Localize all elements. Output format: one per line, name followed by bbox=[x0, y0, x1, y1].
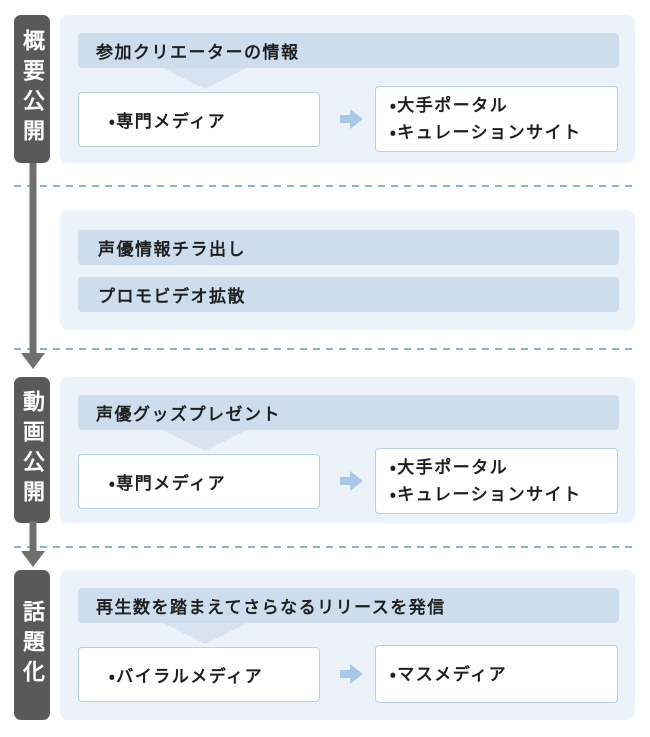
flow-down-triangle bbox=[163, 430, 247, 451]
teaser-action-bar: プロモビデオ拡散 bbox=[78, 277, 619, 312]
media-item: ・キュレーションサイト bbox=[390, 485, 582, 504]
arrow-right-icon bbox=[340, 664, 363, 684]
teaser-actions-section: 声優情報チラ出し プロモビデオ拡散 bbox=[0, 210, 650, 330]
phase-tab-label: 動画公開 bbox=[14, 377, 50, 523]
flow-down-triangle bbox=[163, 623, 247, 644]
arrow-right-icon bbox=[340, 109, 363, 129]
phase-header-band: 参加クリエーターの情報 bbox=[78, 33, 619, 68]
media-box-left: ・専門メディア bbox=[78, 454, 320, 509]
media-item: ・大手ポータル bbox=[390, 96, 509, 115]
media-box-right: ・マスメディア bbox=[375, 645, 618, 703]
phase-separator-dashed-line bbox=[14, 348, 636, 350]
phase-separator-dashed-line bbox=[14, 546, 636, 548]
flow-arrow-down-icon bbox=[21, 163, 45, 369]
phase-separator-dashed-line bbox=[14, 185, 636, 187]
media-item: ・専門メディア bbox=[109, 474, 227, 493]
media-item: ・専門メディア bbox=[109, 112, 227, 131]
media-item: ・バイラルメディア bbox=[109, 667, 264, 686]
phase-panel: 声優グッズプレゼント ・専門メディア ・大手ポータル ・キュレーションサイト bbox=[60, 377, 635, 523]
media-item: ・マスメディア bbox=[390, 664, 508, 684]
phase-tab-label: 話題化 bbox=[14, 570, 50, 720]
phase-section-video-release: 動画公開 声優グッズプレゼント ・専門メディア ・大手ポータル ・キュレーション… bbox=[0, 377, 650, 523]
media-item: ・大手ポータル bbox=[390, 458, 509, 477]
arrow-right-icon bbox=[340, 471, 363, 491]
phase-header-band: 声優グッズプレゼント bbox=[78, 395, 619, 430]
teaser-action-bar: 声優情報チラ出し bbox=[78, 230, 619, 265]
media-box-left: ・専門メディア bbox=[78, 92, 320, 147]
phase-section-overview-release: 概要公開 参加クリエーターの情報 ・専門メディア ・大手ポータル ・キュレーショ… bbox=[0, 15, 650, 163]
teaser-panel: 声優情報チラ出し プロモビデオ拡散 bbox=[60, 210, 635, 330]
flow-down-triangle bbox=[163, 68, 247, 89]
phase-panel: 参加クリエーターの情報 ・専門メディア ・大手ポータル ・キュレーションサイト bbox=[60, 15, 635, 163]
media-item: ・キュレーションサイト bbox=[390, 123, 582, 142]
media-box-right: ・大手ポータル ・キュレーションサイト bbox=[375, 448, 618, 514]
media-box-right: ・大手ポータル ・キュレーションサイト bbox=[375, 86, 618, 152]
phase-tab-label: 概要公開 bbox=[14, 15, 50, 163]
phase-header-band: 再生数を踏まえてさらなるリリースを発信 bbox=[78, 588, 619, 623]
media-box-left: ・バイラルメディア bbox=[78, 647, 320, 702]
flow-arrow-down-icon bbox=[21, 521, 45, 567]
phase-panel: 再生数を踏まえてさらなるリリースを発信 ・バイラルメディア ・マスメディア bbox=[60, 570, 635, 720]
phase-section-buzz: 話題化 再生数を踏まえてさらなるリリースを発信 ・バイラルメディア ・マスメディ… bbox=[0, 570, 650, 720]
